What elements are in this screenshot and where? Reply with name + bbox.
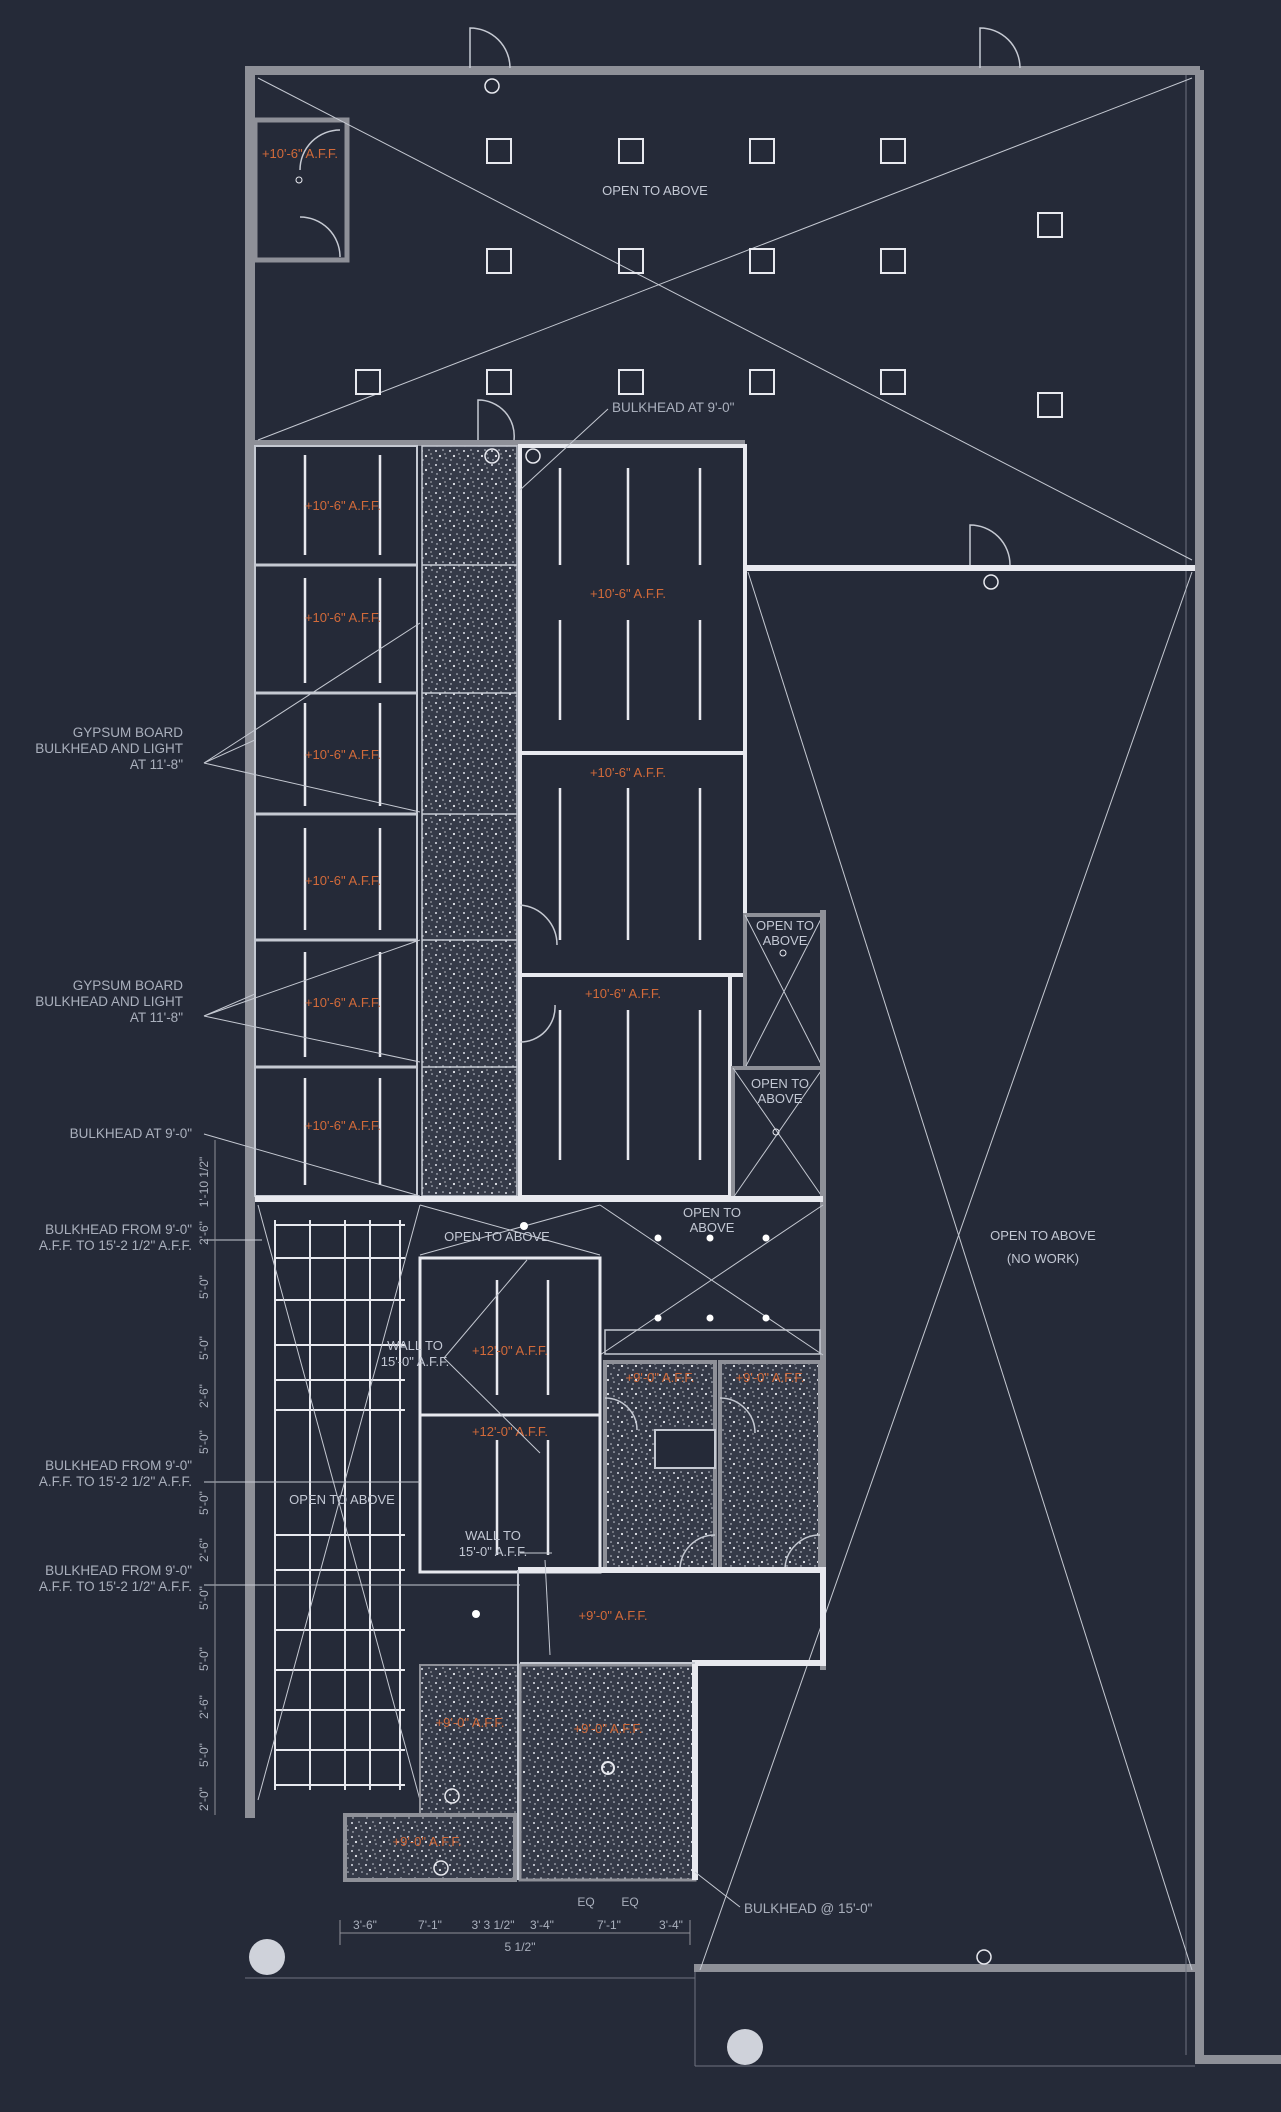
open-small-b-1: OPEN TO	[751, 1076, 809, 1091]
downlights	[472, 949, 787, 1618]
note-bulkhead-from-1-b: A.F.F. TO 15'-2 1/2" A.F.F.	[39, 1238, 192, 1253]
corridor-joints	[422, 564, 517, 1068]
columns	[355, 138, 1063, 418]
dim-left-1: 2'-6"	[197, 1221, 211, 1245]
elev-mid-1: +12'-0" A.F.F.	[472, 1343, 548, 1358]
dim-left-12: 2'-0"	[197, 1787, 211, 1811]
dim-bottom-1: 7'-1"	[418, 1918, 442, 1932]
open-small-c-2: ABOVE	[690, 1220, 735, 1235]
open-stair-mid: OPEN TO ABOVE	[289, 1492, 395, 1507]
dim-bottom-0: 3'-6"	[353, 1918, 377, 1932]
note-bulkhead-9-left: BULKHEAD AT 9'-0"	[70, 1126, 193, 1141]
washrooms	[343, 1360, 822, 1882]
note-bulkhead-from-2-b: A.F.F. TO 15'-2 1/2" A.F.F.	[39, 1474, 192, 1489]
elev-office-1: +10'-6" A.F.F.	[305, 498, 381, 513]
downlight	[295, 176, 303, 184]
note-gypsum-1-b: BULKHEAD AND LIGHT	[35, 741, 183, 756]
elev-wc-5: +9'-0" A.F.F.	[393, 1834, 462, 1849]
open-small-a-2: ABOVE	[763, 933, 808, 948]
stair-open-cross	[257, 1204, 824, 1801]
note-bulkhead-from-2-a: BULKHEAD FROM 9'-0"	[45, 1458, 192, 1473]
central-offices	[518, 444, 1195, 1199]
dim-left-3: 5'-0"	[197, 1336, 211, 1360]
wall-to-2-b: 15'-0" A.F.F.	[459, 1544, 528, 1559]
elev-wc-1: +9'-0" A.F.F.	[626, 1370, 695, 1385]
open-small-b-2: ABOVE	[758, 1091, 803, 1106]
dim-left-6: 5'-0"	[197, 1491, 211, 1515]
lower-corridor	[517, 1567, 826, 1880]
dim-left-4: 2'-6"	[197, 1384, 211, 1408]
open-to-above-top-label: OPEN TO ABOVE	[602, 183, 708, 198]
elev-office-4: +10'-6" A.F.F.	[305, 873, 381, 888]
elev-large-2: +10'-6" A.F.F.	[590, 765, 666, 780]
exterior-walls	[245, 66, 1281, 2067]
fire-alarm-devices	[433, 78, 999, 1965]
open-to-above-top	[257, 77, 1193, 561]
elev-top-room: +10'-6" A.F.F.	[262, 146, 338, 161]
elev-office-2: +10'-6" A.F.F.	[305, 610, 381, 625]
wall-to-2-a: WALL TO	[465, 1528, 521, 1543]
dimension-lines	[214, 1140, 691, 1945]
dim-left-10: 2'-6"	[197, 1695, 211, 1719]
dim-left-5: 5'-0"	[197, 1430, 211, 1454]
door-swings-top	[299, 27, 1021, 566]
open-small-c-1: OPEN TO	[683, 1205, 741, 1220]
dim-left-2: 5'-0"	[197, 1275, 211, 1299]
corridor-ceiling	[421, 445, 518, 1197]
stair-grid	[274, 1220, 405, 1790]
wall-to-1-b: 15'-0" A.F.F.	[381, 1354, 450, 1369]
lower-header-wall	[255, 1196, 823, 1202]
open-to-above-east	[699, 571, 1193, 1971]
elev-corridor: +9'-0" A.F.F.	[579, 1608, 648, 1623]
dim-left-9: 5'-0"	[197, 1647, 211, 1671]
dim-bottom-7: 7'-1"	[597, 1918, 621, 1932]
dim-left-7: 2'-6"	[197, 1538, 211, 1562]
note-bulkhead-15: BULKHEAD @ 15'-0"	[744, 1901, 873, 1916]
note-gypsum-1-a: GYPSUM BOARD	[73, 725, 184, 740]
west-offices	[254, 445, 418, 1197]
elev-mid-2: +12'-0" A.F.F.	[472, 1424, 548, 1439]
dim-bottom-5: EQ	[577, 1895, 594, 1909]
shafts	[731, 910, 826, 1670]
elev-large-1: +10'-6" A.F.F.	[590, 586, 666, 601]
note-bulkhead-from-3-b: A.F.F. TO 15'-2 1/2" A.F.F.	[39, 1579, 192, 1594]
note-bulkhead-from-1-a: BULKHEAD FROM 9'-0"	[45, 1222, 192, 1237]
note-gypsum-2-c: AT 11'-8"	[130, 1010, 183, 1025]
open-to-above-east-2: (NO WORK)	[1007, 1251, 1079, 1266]
elev-wc-3: +9'-0" A.F.F.	[436, 1715, 505, 1730]
dim-bottom-8: 3'-4"	[659, 1918, 683, 1932]
wall-to-1-a: WALL TO	[387, 1338, 443, 1353]
dim-bottom-sub: 5 1/2"	[505, 1940, 536, 1954]
elev-large-3: +10'-6" A.F.F.	[585, 986, 661, 1001]
elev-office-3: +10'-6" A.F.F.	[305, 747, 381, 762]
bottom-dimensions: 3'-6" 7'-1" 3' 3 1/2" 3'-4" EQ EQ 7'-1" …	[353, 1895, 683, 1954]
open-small-a-1: OPEN TO	[756, 918, 814, 933]
round-columns	[249, 1939, 763, 2065]
elev-wc-4: +9'-0" A.F.F.	[574, 1721, 643, 1736]
mid-offices	[418, 1256, 821, 1574]
note-gypsum-2-a: GYPSUM BOARD	[73, 978, 184, 993]
elev-office-5: +10'-6" A.F.F.	[305, 995, 381, 1010]
note-gypsum-2-b: BULKHEAD AND LIGHT	[35, 994, 183, 1009]
dim-bottom-4: 3'-4"	[530, 1918, 554, 1932]
note-gypsum-1-c: AT 11'-8"	[130, 757, 183, 772]
dim-left-0: 1'-10 1/2"	[197, 1157, 211, 1208]
open-to-above-east-1: OPEN TO ABOVE	[990, 1228, 1096, 1243]
leader-lines	[203, 408, 741, 1908]
note-bulkhead-from-3-a: BULKHEAD FROM 9'-0"	[45, 1563, 192, 1578]
dim-bottom-6: EQ	[621, 1895, 638, 1909]
dim-bottom-3: 3 1/2"	[484, 1918, 515, 1932]
left-dimensions: 1'-10 1/2" 2'-6" 5'-0" 5'-0" 2'-6" 5'-0"…	[197, 1157, 211, 1811]
open-stair-top: OPEN TO ABOVE	[444, 1229, 550, 1244]
note-bulkhead-9-top: BULKHEAD AT 9'-0"	[612, 400, 735, 415]
dim-left-11: 5'-0"	[197, 1743, 211, 1767]
elev-office-6: +10'-6" A.F.F.	[305, 1118, 381, 1133]
elev-wc-2: +9'-0" A.F.F.	[736, 1370, 805, 1385]
dim-left-8: 5'-0"	[197, 1586, 211, 1610]
dim-bottom-2: 3'	[472, 1918, 481, 1932]
